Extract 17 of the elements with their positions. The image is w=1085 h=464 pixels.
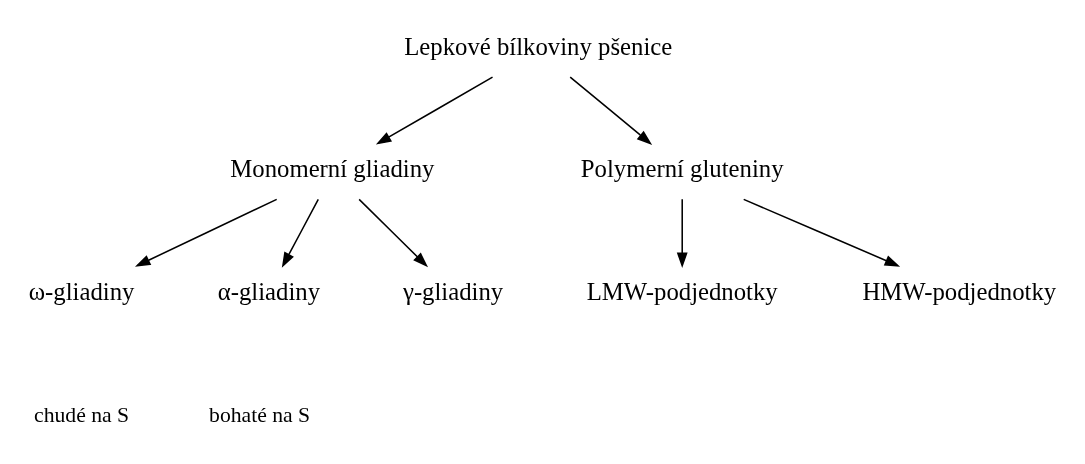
label: chudé na S	[34, 402, 130, 427]
label: bohaté na S	[209, 402, 311, 427]
node-text: ω-gliadiny	[28, 277, 135, 305]
node-text: LMW-podjednotky	[586, 277, 778, 305]
arrow	[676, 198, 688, 268]
arrow	[134, 198, 278, 267]
node-text: Monomerní gliadiny	[230, 154, 435, 182]
arrow	[281, 198, 320, 268]
arrow	[569, 75, 653, 145]
arrow	[742, 198, 901, 267]
node-text: α-gliadiny	[217, 277, 321, 305]
node-text: HMW-podjednotky	[862, 277, 1057, 305]
node-text: Lepkové bílkoviny pšenice	[404, 32, 673, 60]
arrow	[375, 75, 494, 145]
node-text: Polymerní gluteniny	[580, 154, 784, 182]
arrow	[358, 198, 429, 267]
node-text: γ-gliadiny	[402, 277, 504, 305]
